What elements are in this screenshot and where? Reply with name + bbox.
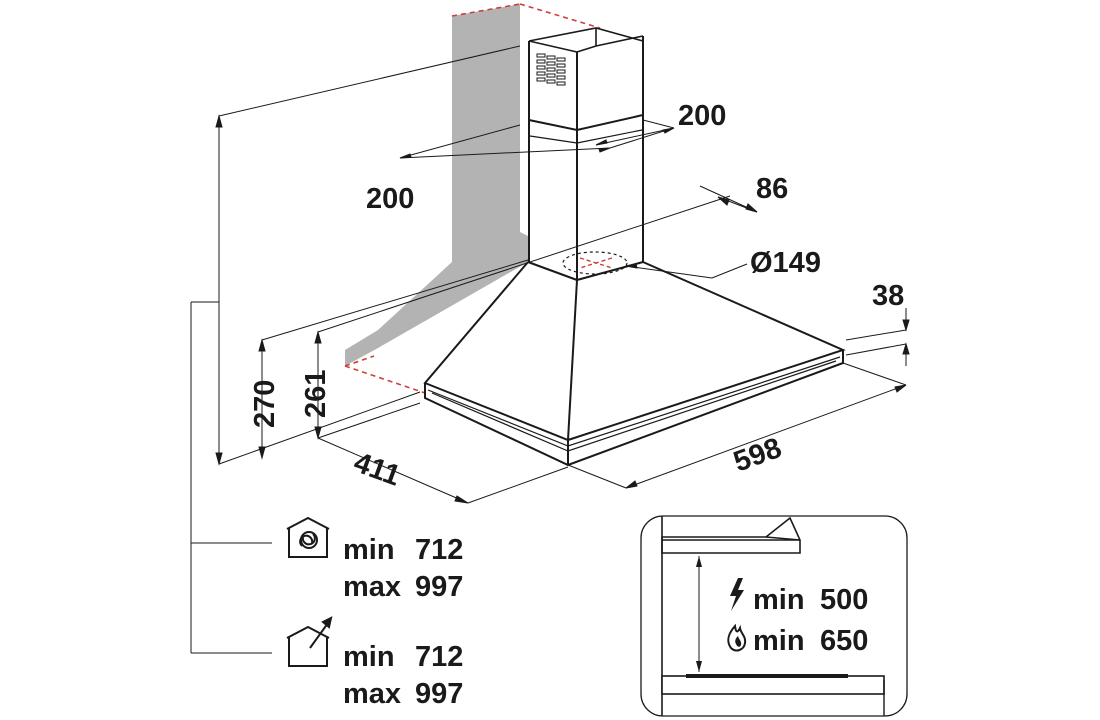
- recirc-max-label: max: [343, 571, 401, 603]
- chimney-width-label: 200: [678, 100, 726, 132]
- house-extraction-icon: [286, 616, 333, 667]
- wall-silhouette: [345, 4, 528, 366]
- installation-distance-inset: [640, 515, 908, 717]
- hood-depth-label: 411: [350, 447, 405, 493]
- total-height-b-label: 261: [300, 370, 332, 418]
- duct-diameter-label: Ø149: [750, 247, 821, 279]
- recirc-min-value: 712: [415, 534, 463, 566]
- recirc-min-label: min: [343, 534, 395, 566]
- lightning-icon: [730, 578, 744, 611]
- electric-min-label: min: [753, 584, 805, 616]
- chimney-depth-label: 200: [366, 183, 414, 215]
- house-recirculation-icon: [286, 516, 330, 558]
- extract-min-value: 712: [415, 641, 463, 673]
- recirculation-spec: min 712 max 997: [343, 534, 463, 603]
- electric-distance-spec: min 500: [753, 584, 868, 616]
- extract-max-value: 997: [415, 678, 463, 710]
- canopy-edge-height-label: 38: [872, 280, 904, 312]
- total-height-a-label: 270: [249, 380, 281, 428]
- gas-distance-spec: min 650: [753, 625, 868, 657]
- extraction-spec: min 712 max 997: [343, 641, 463, 710]
- flame-icon: [727, 623, 747, 652]
- duct-outlet: [562, 251, 628, 275]
- electric-min-value: 500: [820, 584, 868, 616]
- hidden-edges: [344, 3, 601, 394]
- recirc-max-value: 997: [415, 571, 463, 603]
- duct-offset-label: 86: [756, 173, 788, 205]
- chimney: [528, 27, 644, 280]
- gas-min-value: 650: [820, 625, 868, 657]
- hood-width-label: 598: [729, 432, 785, 479]
- height-spec-bracket: [190, 301, 272, 654]
- vent-grille-icon: [536, 53, 566, 86]
- gas-min-label: min: [753, 625, 805, 657]
- extract-min-label: min: [343, 641, 395, 673]
- dimension-lines: [215, 45, 910, 504]
- hood-canopy: [423, 261, 846, 467]
- extract-max-label: max: [343, 678, 401, 710]
